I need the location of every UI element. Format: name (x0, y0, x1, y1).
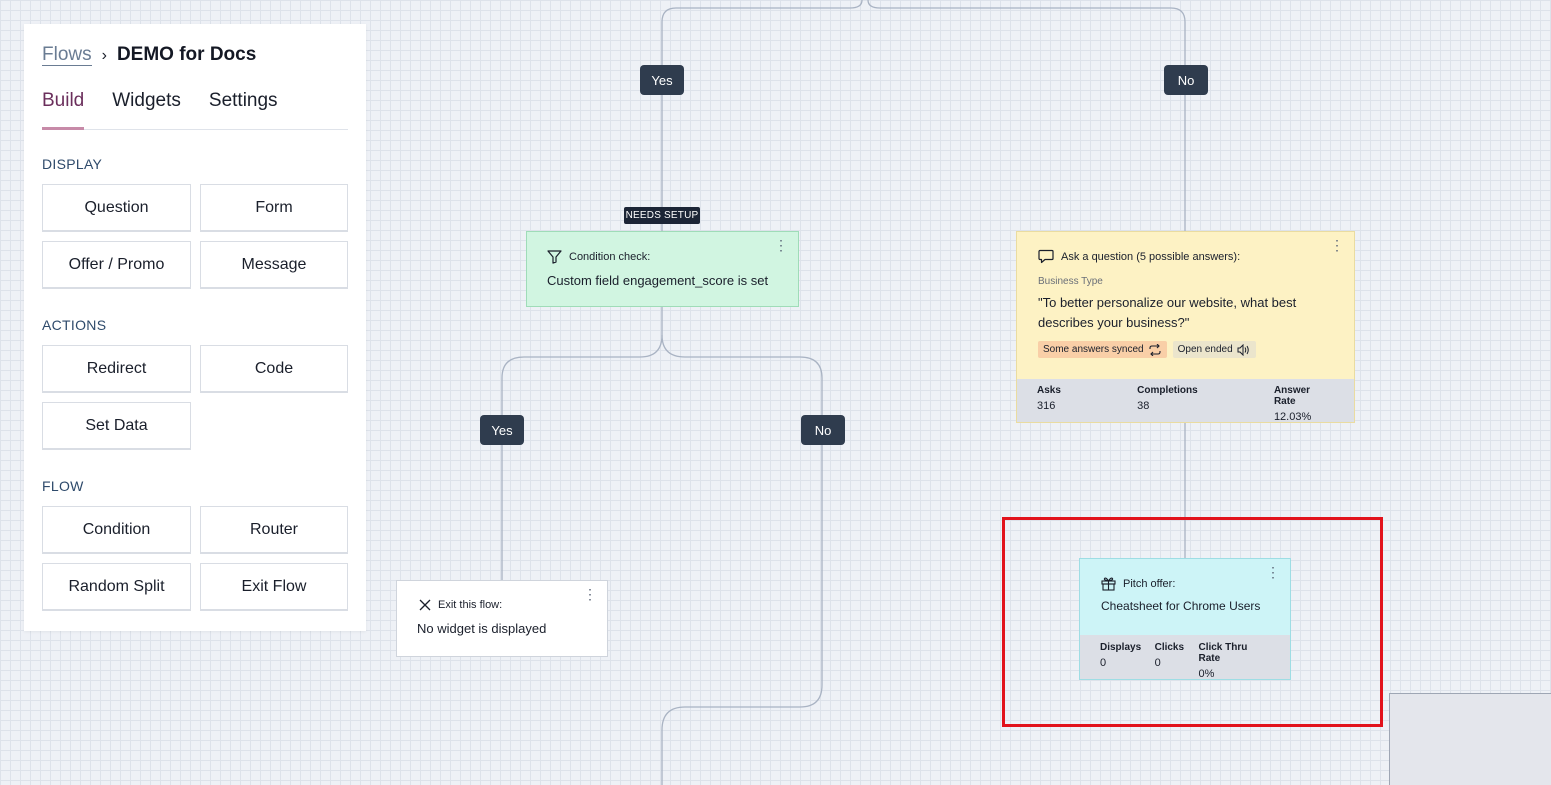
answers-synced-badge: Some answers synced (1038, 341, 1167, 358)
tab-settings[interactable]: Settings (208, 90, 278, 111)
router-tool-button[interactable]: Router (200, 506, 348, 553)
speech-bubble-icon (1038, 249, 1054, 264)
section-title-display: DISPLAY (42, 156, 103, 172)
exit-node-text: No widget is displayed (417, 621, 547, 636)
question-node-heading: Ask a question (5 possible answers): (1061, 250, 1241, 263)
stat-label: Click Thru Rate (1198, 642, 1248, 664)
breadcrumb: Flows › DEMO for Docs (42, 44, 348, 66)
exit-node-header: Exit this flow: (419, 599, 502, 611)
question-node[interactable]: ⋮ Ask a question (5 possible answers): B… (1016, 231, 1355, 423)
stat-displays: Displays 0 (1100, 642, 1155, 679)
set-data-tool-button[interactable]: Set Data (42, 402, 191, 449)
stat-completions: Completions 38 (1137, 385, 1274, 422)
node-menu-icon[interactable]: ⋮ (1330, 237, 1344, 253)
node-menu-icon[interactable]: ⋮ (1266, 564, 1280, 580)
stat-label: Displays (1100, 642, 1142, 653)
minimap-panel[interactable] (1389, 693, 1551, 785)
branch-label-no-top: No (1164, 65, 1208, 95)
offer-promo-tool-button[interactable]: Offer / Promo (42, 241, 191, 288)
condition-node-heading: Condition check: (569, 251, 651, 263)
question-tool-button[interactable]: Question (42, 184, 191, 231)
condition-tool-button[interactable]: Condition (42, 506, 191, 553)
display-tools: Question Form Offer / Promo Message (42, 184, 348, 288)
stat-value: 12.03% (1273, 411, 1312, 423)
stat-value: 316 (1037, 400, 1056, 412)
open-ended-badge: Open ended (1172, 341, 1256, 358)
offer-node[interactable]: ⋮ Pitch offer: Cheatsheet for Chrome Use… (1079, 558, 1291, 680)
section-title-flow: FLOW (42, 478, 84, 494)
exit-node-heading: Exit this flow: (438, 599, 503, 611)
build-sidebar: Flows › DEMO for Docs Build Widgets Sett… (24, 24, 366, 631)
breadcrumb-flows-link[interactable]: Flows (42, 44, 92, 66)
tab-widgets[interactable]: Widgets (112, 90, 181, 111)
action-tools: Redirect Code Set Data (42, 345, 348, 449)
close-icon (419, 599, 431, 611)
stat-label: Completions (1137, 385, 1198, 396)
branch-label-yes-condition: Yes (480, 415, 524, 445)
node-menu-icon[interactable]: ⋮ (774, 237, 788, 253)
sidebar-tabs: Build Widgets Settings (42, 90, 348, 130)
gift-icon (1101, 577, 1116, 591)
stat-value: 0% (1198, 668, 1215, 680)
question-field-label: Business Type (1038, 276, 1103, 287)
message-tool-button[interactable]: Message (200, 241, 348, 288)
sync-icon (1149, 343, 1161, 356)
question-text: "To better personalize our website, what… (1038, 295, 1297, 330)
offer-node-header: Pitch offer: (1101, 576, 1175, 591)
stat-asks: Asks 316 (1037, 385, 1137, 422)
exit-flow-tool-button[interactable]: Exit Flow (200, 563, 348, 610)
stat-label: Answer Rate (1273, 385, 1311, 407)
highlight-box (1002, 517, 1383, 727)
stat-value: 0 (1100, 657, 1107, 669)
redirect-tool-button[interactable]: Redirect (42, 345, 191, 392)
branch-label-no-condition: No (801, 415, 845, 445)
tab-build[interactable]: Build (42, 90, 85, 130)
exit-node[interactable]: ⋮ Exit this flow: No widget is displayed (396, 580, 608, 657)
answers-synced-label: Some answers synced (1043, 344, 1144, 355)
question-badges: Some answers synced Open ended (1038, 341, 1262, 358)
condition-node-text: Custom field engagement_score is set (547, 273, 769, 288)
condition-node-header: Condition check: (547, 250, 650, 264)
breadcrumb-separator: › (101, 47, 107, 64)
stat-value: 0 (1154, 657, 1161, 669)
offer-node-text: Cheatsheet for Chrome Users (1101, 599, 1261, 613)
form-tool-button[interactable]: Form (200, 184, 348, 231)
section-title-actions: ACTIONS (42, 317, 107, 333)
needs-setup-badge: NEEDS SETUP (624, 207, 700, 224)
speaker-icon (1237, 343, 1249, 356)
branch-label-yes-top: Yes (640, 65, 684, 95)
stat-label: Asks (1037, 385, 1061, 396)
question-node-header: Ask a question (5 possible answers): (1038, 249, 1240, 264)
question-stats: Asks 316 Completions 38 Answer Rate 12.0… (1017, 379, 1354, 423)
breadcrumb-current-flow: DEMO for Docs (116, 44, 257, 65)
code-tool-button[interactable]: Code (200, 345, 348, 392)
random-split-tool-button[interactable]: Random Split (42, 563, 191, 610)
node-menu-icon[interactable]: ⋮ (583, 586, 597, 602)
stat-value: 38 (1137, 400, 1150, 412)
condition-node[interactable]: ⋮ Condition check: Custom field engageme… (526, 231, 799, 307)
open-ended-label: Open ended (1177, 344, 1233, 355)
filter-icon (547, 250, 562, 264)
flow-tools: Condition Router Random Split Exit Flow (42, 506, 348, 610)
stat-label: Clicks (1154, 642, 1185, 653)
offer-stats: Displays 0 Clicks 0 Click Thru Rate 0% (1080, 635, 1290, 680)
stat-click-thru-rate: Click Thru Rate 0% (1198, 642, 1270, 680)
offer-node-heading: Pitch offer: (1123, 577, 1176, 590)
stat-answer-rate: Answer Rate 12.03% (1273, 385, 1334, 423)
stat-clicks: Clicks 0 (1155, 642, 1199, 679)
